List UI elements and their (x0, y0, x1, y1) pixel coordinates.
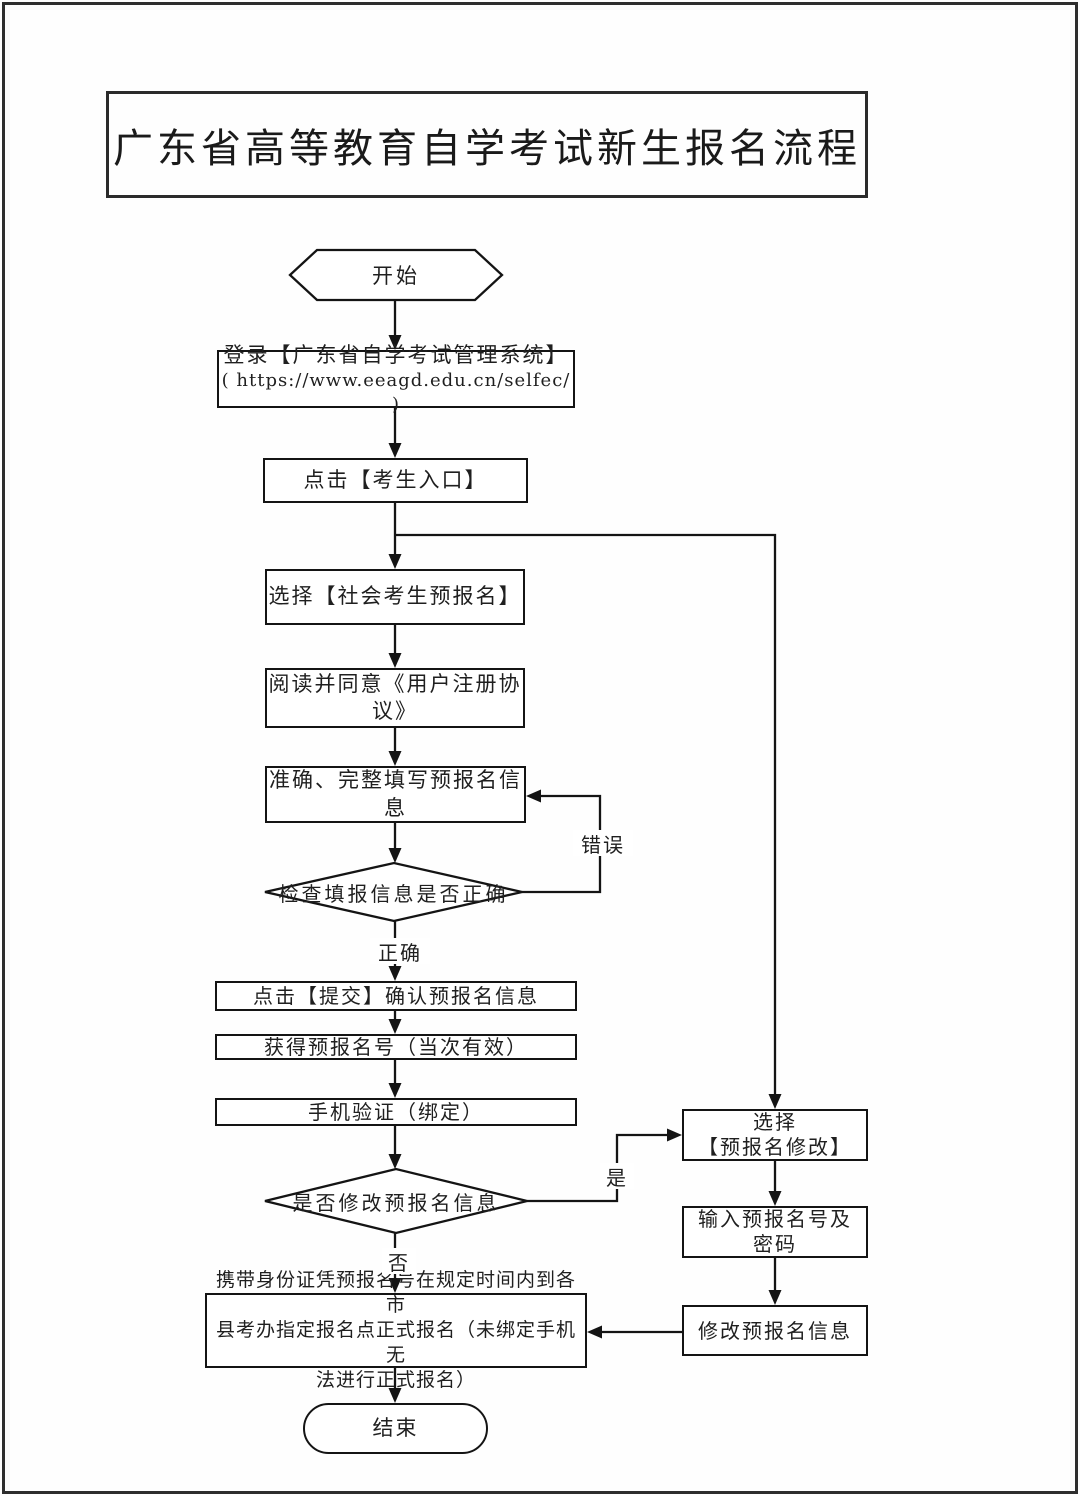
arrowhead (587, 1325, 602, 1339)
arrowhead (388, 966, 402, 981)
arrowhead (388, 653, 402, 668)
arrowhead (768, 1290, 782, 1305)
arrowhead (388, 1019, 402, 1034)
node-formal-line1: 携带身份证凭预报名号在规定时间内到各市 (215, 1268, 576, 1316)
edge-decision-choosemodify (527, 1133, 667, 1203)
arrowhead (388, 1388, 402, 1403)
node-formal-line3: 法进行正式报名） (315, 1369, 476, 1392)
arrowhead (388, 1083, 402, 1098)
node-choose-prereg: 选择【社会考生预报名】 (265, 569, 525, 625)
edge-entrance-choosemodify (395, 533, 777, 1094)
arrowhead (768, 1191, 782, 1206)
arrowhead (388, 554, 402, 569)
node-choose-modify-line2: 【预报名修改】 (698, 1135, 852, 1159)
node-login-line2: ( https://www.eeagd.edu.cn/selfec/ ) (221, 370, 571, 415)
node-login-line1: 登录【广东省自学考试管理系统】 (223, 342, 569, 367)
node-end: 结束 (303, 1403, 488, 1454)
arrowhead (388, 1154, 402, 1169)
node-formal-line2: 县考办指定报名点正式报名（未绑定手机无 (215, 1318, 576, 1367)
node-candidate-entrance: 点击【考生入口】 (263, 458, 528, 503)
node-submit: 点击【提交】确认预报名信息 (215, 981, 577, 1011)
node-get-number: 获得预报名号（当次有效） (215, 1034, 577, 1060)
arrowhead (388, 443, 402, 458)
node-input-number: 输入预报名号及 密码 (682, 1206, 868, 1258)
arrowhead (667, 1128, 682, 1142)
arrowhead (526, 789, 541, 803)
node-input-number-line2: 密码 (753, 1232, 797, 1256)
arrowhead (388, 335, 402, 350)
check-info-diamond (264, 861, 523, 923)
node-modify-info: 修改预报名信息 (682, 1305, 868, 1356)
start-hexagon (288, 248, 504, 302)
arrowhead (388, 1278, 402, 1293)
check-info-label: 检查填报信息是否正确 (278, 881, 509, 906)
node-agreement: 阅读并同意《用户注册协议》 (265, 668, 525, 728)
arrowhead (768, 1094, 782, 1109)
page-title: 广东省高等教育自学考试新生报名流程 (106, 91, 868, 198)
modify-decision-label: 是否修改预报名信息 (292, 1190, 500, 1215)
node-choose-modify: 选择 【预报名修改】 (682, 1109, 868, 1161)
edge-label-error: 错误 (573, 830, 633, 857)
arrowhead (388, 848, 402, 863)
node-phone-verify: 手机验证（绑定） (215, 1098, 577, 1126)
node-formal-register: 携带身份证凭预报名号在规定时间内到各市 县考办指定报名点正式报名（未绑定手机无 … (205, 1269, 587, 1391)
node-choose-modify-line1: 选择 (753, 1110, 797, 1134)
arrowhead (388, 751, 402, 766)
start-label: 开始 (372, 264, 420, 288)
modify-decision-diamond (264, 1167, 528, 1235)
edge-label-correct: 正确 (370, 938, 430, 965)
edge-label-yes: 是 (600, 1163, 634, 1190)
edge-label-no: 否 (382, 1248, 416, 1275)
node-login: 登录【广东省自学考试管理系统】 ( https://www.eeagd.edu.… (217, 343, 575, 415)
node-fill-info: 准确、完整填写预报名信息 (265, 766, 526, 823)
node-input-number-line1: 输入预报名号及 (698, 1207, 852, 1231)
